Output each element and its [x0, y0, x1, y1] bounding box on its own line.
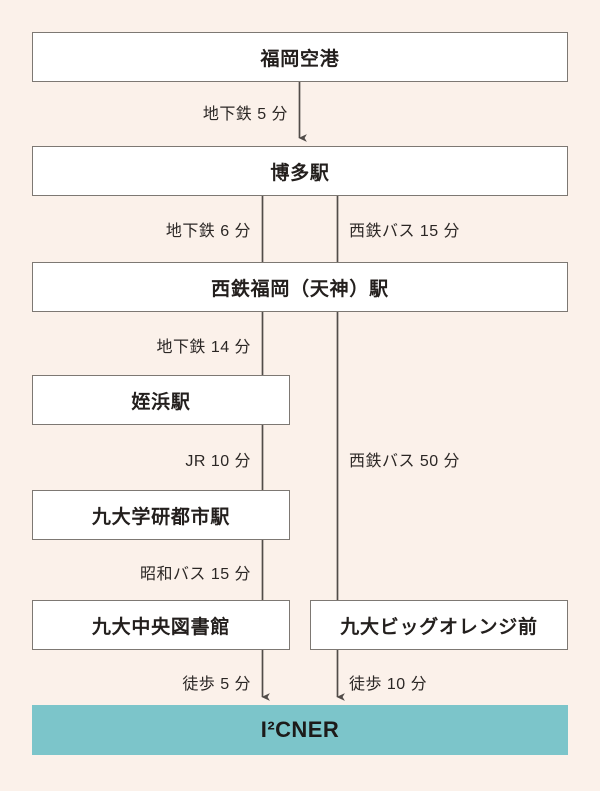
edge-label-library-i2cner: 徒歩 5 分	[182, 676, 251, 693]
edge-label-bigorange-i2cner: 徒歩 10 分	[349, 676, 428, 693]
node-label: 福岡空港	[260, 48, 340, 70]
node-label: 九大中央図書館	[91, 616, 231, 638]
node-kyudai-central-library[interactable]: 九大中央図書館	[32, 600, 290, 650]
node-i2cner-destination[interactable]: I²CNER	[32, 705, 568, 755]
node-label: 九大ビッグオレンジ前	[340, 616, 538, 638]
node-nishitetsu-fukuoka-tenjin[interactable]: 西鉄福岡（天神）駅	[32, 262, 568, 312]
node-fukuoka-airport[interactable]: 福岡空港	[32, 32, 568, 82]
node-label: 西鉄福岡（天神）駅	[211, 278, 389, 300]
node-label: 博多駅	[270, 162, 330, 184]
edge-label-hakata-tenjin-bus: 西鉄バス 15 分	[349, 223, 461, 240]
edge-label-hakata-tenjin-subway: 地下鉄 6 分	[165, 223, 251, 240]
edge-label-tenjin-bigorange: 西鉄バス 50 分	[349, 453, 461, 470]
node-kyudai-big-orange-mae[interactable]: 九大ビッグオレンジ前	[310, 600, 568, 650]
node-label: I²CNER	[260, 717, 340, 742]
edge-label-tenjin-meinohama: 地下鉄 14 分	[156, 339, 251, 356]
node-label: 姪浜駅	[131, 391, 191, 413]
edge-label-meinohama-gakkentoshi: JR 10 分	[185, 453, 251, 470]
node-label: 九大学研都市駅	[91, 506, 231, 528]
node-meinohama-station[interactable]: 姪浜駅	[32, 375, 290, 425]
edge-label-gakkentoshi-library: 昭和バス 15 分	[139, 566, 251, 583]
edge-label-airport-hakata: 地下鉄 5 分	[202, 106, 288, 123]
node-kyudai-gakkentoshi-station[interactable]: 九大学研都市駅	[32, 490, 290, 540]
node-hakata-station[interactable]: 博多駅	[32, 146, 568, 196]
